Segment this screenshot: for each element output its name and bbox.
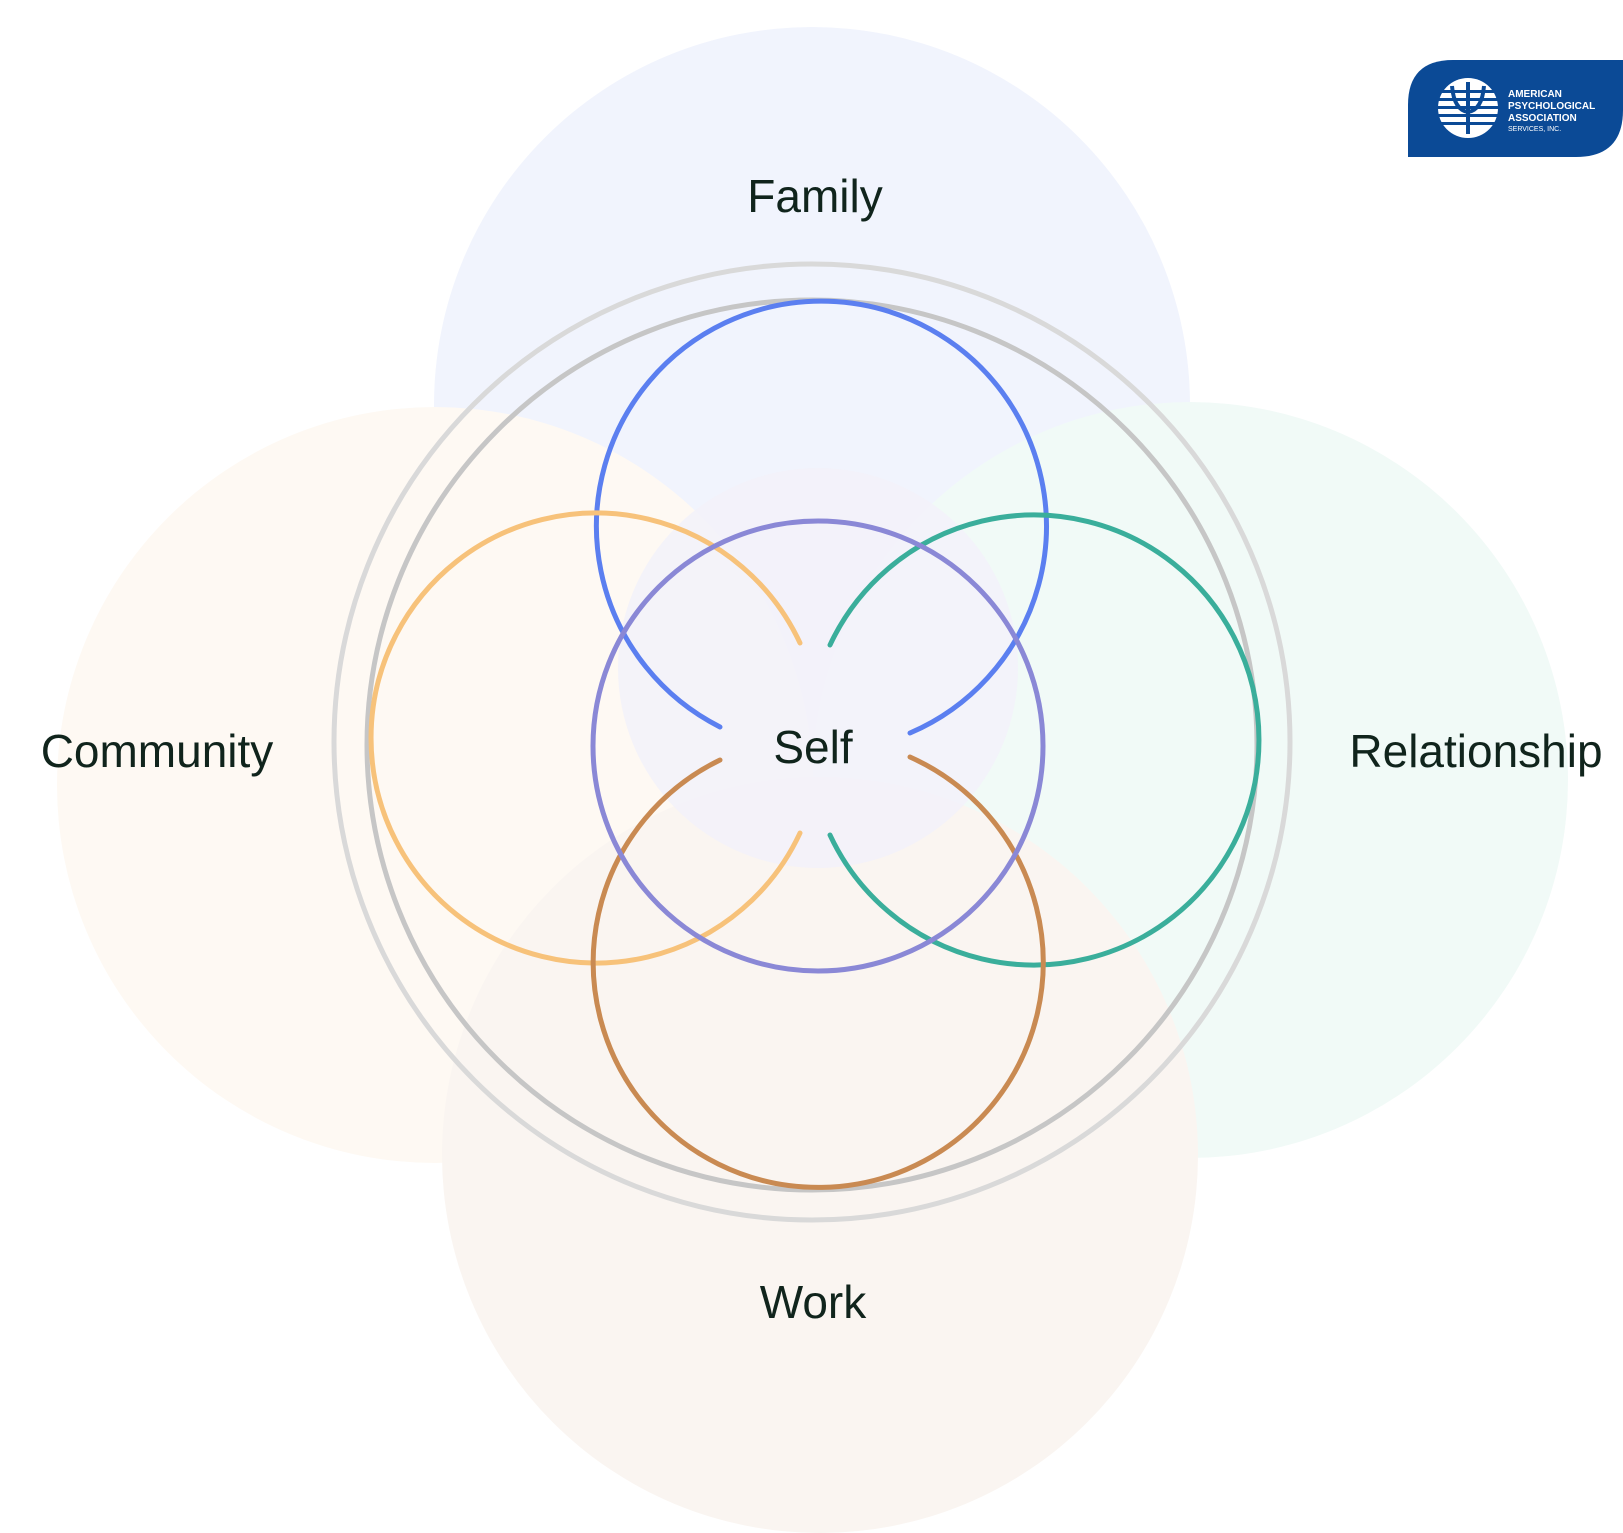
psi-emblem-icon bbox=[1438, 78, 1498, 138]
community-label: Community bbox=[41, 725, 274, 777]
outer-ring bbox=[331, 261, 1293, 1223]
relationship-label: Relationship bbox=[1349, 725, 1602, 777]
community-ring bbox=[368, 510, 803, 966]
family-ring bbox=[593, 298, 1049, 736]
relationship-ring bbox=[827, 512, 1262, 968]
self-label: Self bbox=[773, 721, 852, 773]
self-ring bbox=[590, 518, 1046, 974]
work-bg-circle bbox=[442, 777, 1198, 1533]
logo-line-3: ASSOCIATION bbox=[1508, 113, 1577, 124]
self-bg-circle bbox=[618, 468, 1018, 868]
work-ring bbox=[590, 754, 1046, 1190]
family-label: Family bbox=[747, 170, 882, 222]
logo-line-4: SERVICES, INC. bbox=[1508, 126, 1561, 133]
apa-logo: AMERICAN PSYCHOLOGICAL ASSOCIATION SERVI… bbox=[1408, 60, 1623, 157]
logo-line-1: AMERICAN bbox=[1508, 89, 1562, 100]
work-label: Work bbox=[760, 1276, 867, 1328]
logo-line-2: PSYCHOLOGICAL bbox=[1508, 101, 1595, 112]
